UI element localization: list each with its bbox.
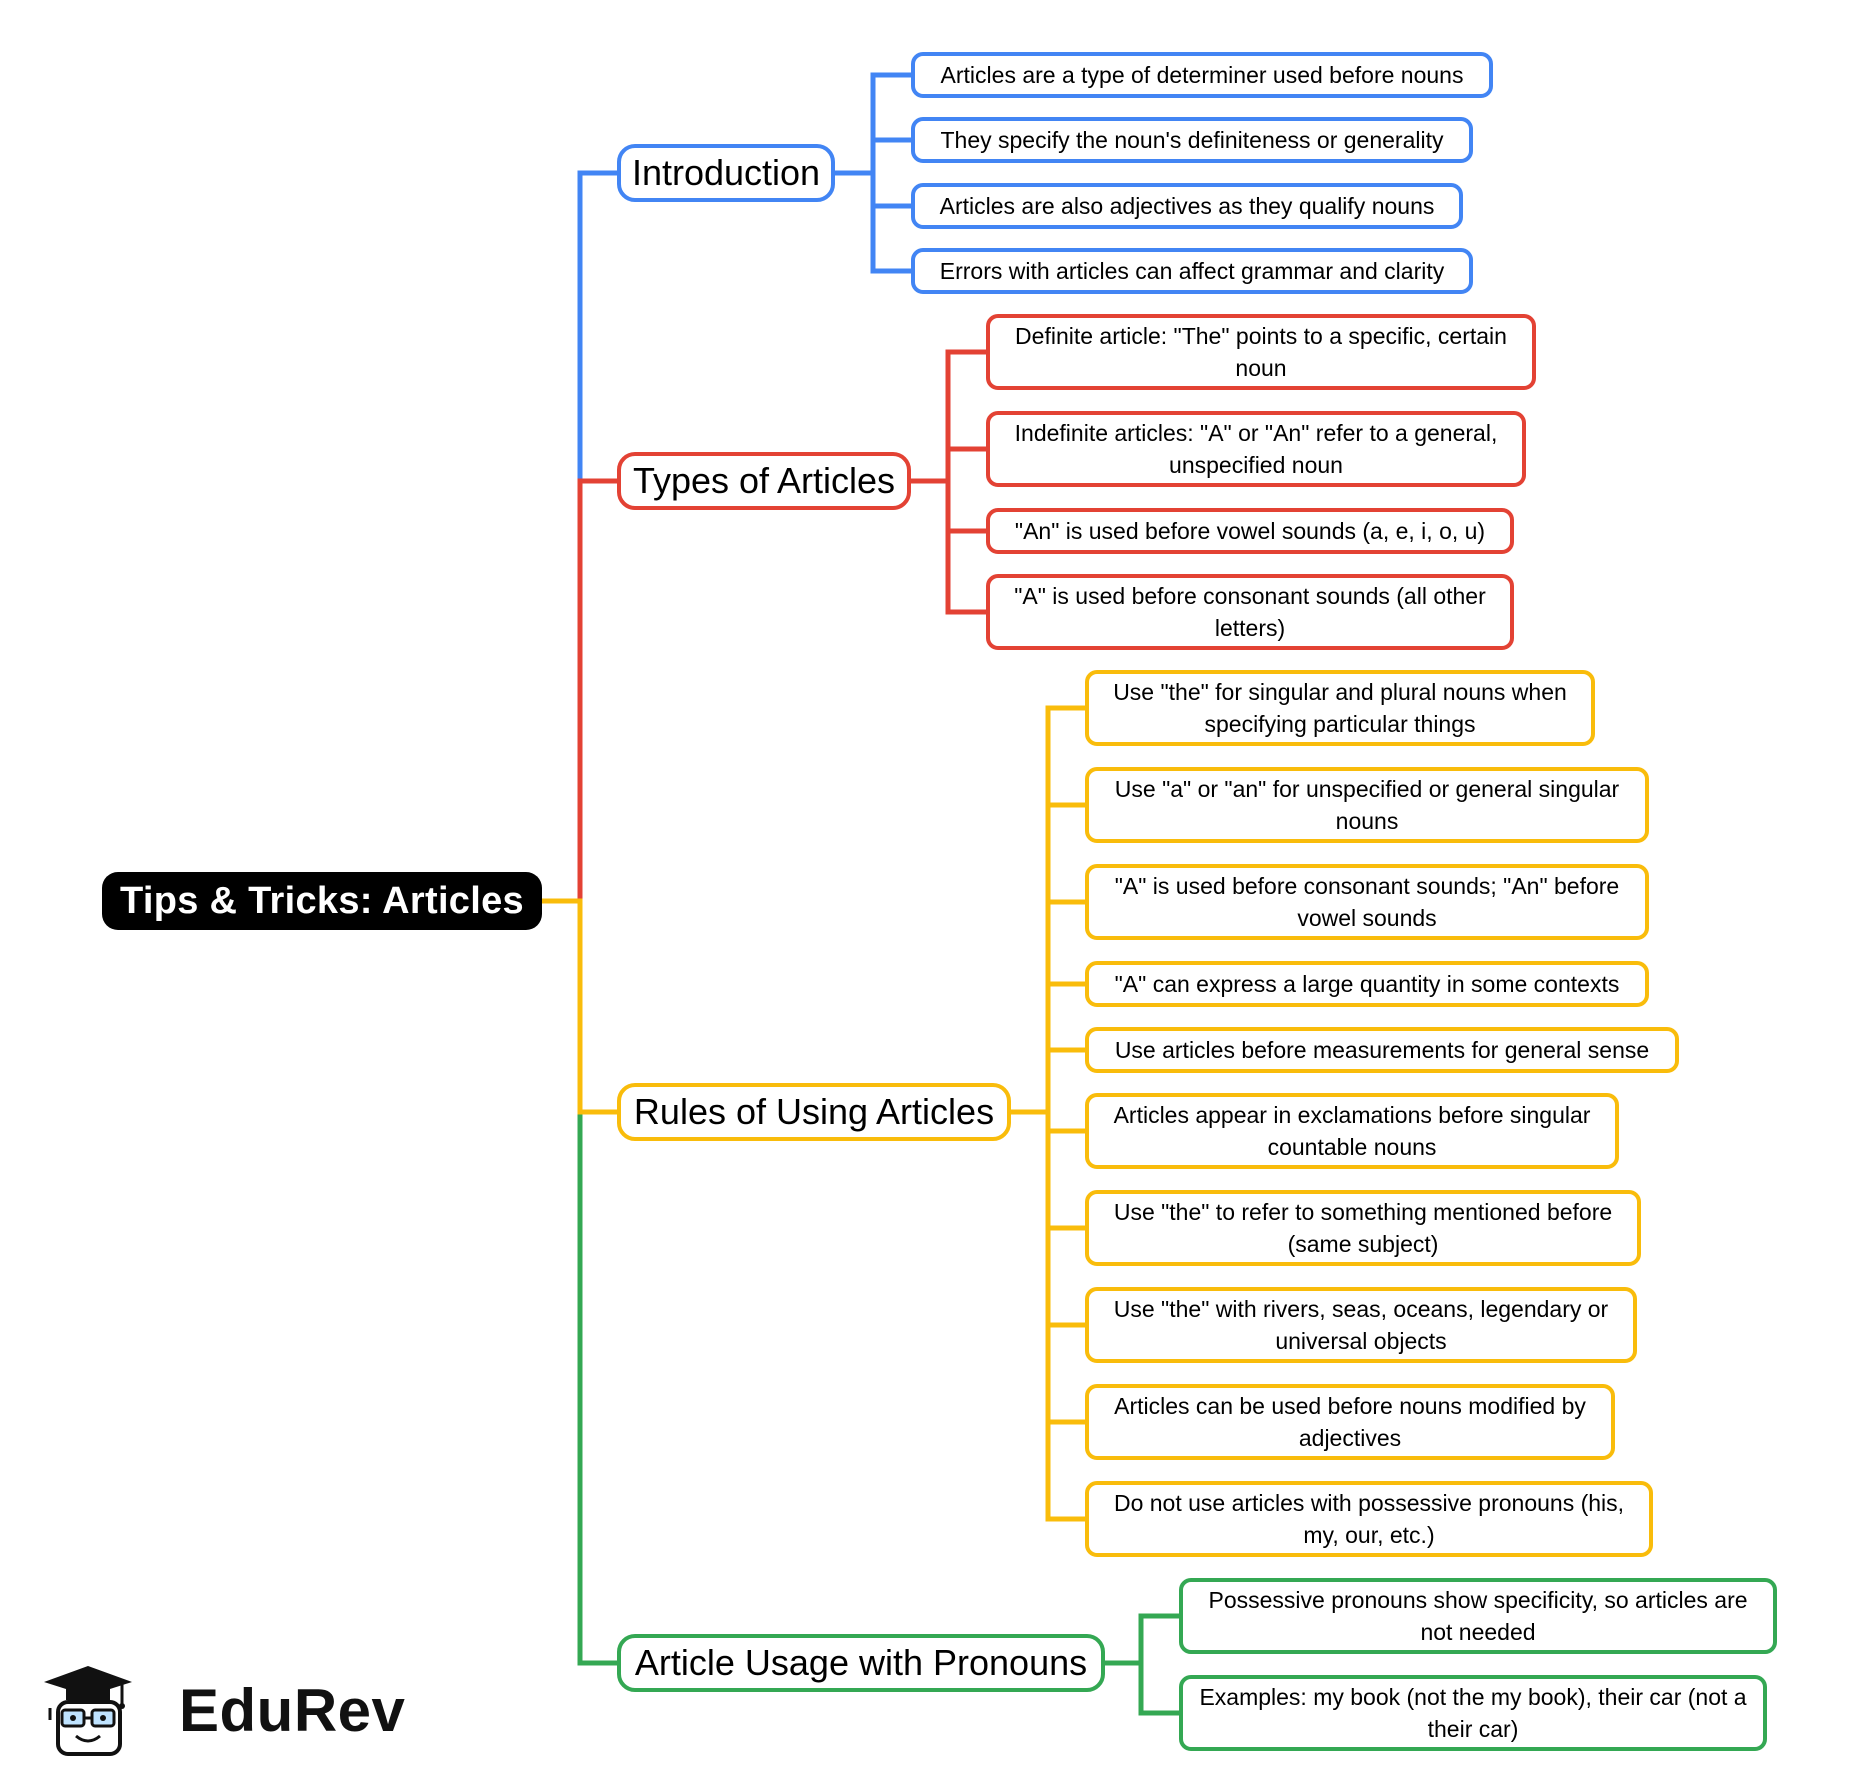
branch-label: Introduction xyxy=(631,152,821,193)
branch-label: Rules of Using Articles xyxy=(633,1091,995,1132)
branch-types-of-articles: Types of Articles xyxy=(617,452,911,510)
leaf-introduction-4: Errors with articles can affect grammar … xyxy=(911,248,1473,294)
leaf-rules-7: Use "the" to refer to something mentione… xyxy=(1085,1190,1641,1266)
leaf-rules-6: Articles appear in exclamations before s… xyxy=(1085,1093,1619,1169)
root-label: Tips & Tricks: Articles xyxy=(120,879,524,922)
leaf-introduction-2: They specify the noun's definiteness or … xyxy=(911,117,1473,163)
edurev-logo: EduRev xyxy=(36,1660,405,1764)
leaf-rules-1: Use "the" for singular and plural nouns … xyxy=(1085,670,1595,746)
branch-label: Types of Articles xyxy=(632,460,896,501)
leaf-rules-9: Articles can be used before nouns modifi… xyxy=(1085,1384,1615,1460)
leaf-introduction-3: Articles are also adjectives as they qua… xyxy=(911,183,1463,229)
leaf-rules-3: "A" is used before consonant sounds; "An… xyxy=(1085,864,1649,940)
leaf-rules-4: "A" can express a large quantity in some… xyxy=(1085,961,1649,1007)
branch-introduction: Introduction xyxy=(617,144,835,202)
leaf-types-2: Indefinite articles: "A" or "An" refer t… xyxy=(986,411,1526,487)
leaf-rules-5: Use articles before measurements for gen… xyxy=(1085,1027,1679,1073)
leaf-pronouns-2: Examples: my book (not the my book), the… xyxy=(1179,1675,1767,1751)
branch-article-usage-with-pronouns: Article Usage with Pronouns xyxy=(617,1634,1105,1692)
leaf-rules-10: Do not use articles with possessive pron… xyxy=(1085,1481,1653,1557)
graduate-icon xyxy=(44,1666,132,1756)
logo-text: EduRev xyxy=(179,1677,406,1744)
leaf-introduction-1: Articles are a type of determiner used b… xyxy=(911,52,1493,98)
leaf-rules-8: Use "the" with rivers, seas, oceans, leg… xyxy=(1085,1287,1637,1363)
leaf-types-4: "A" is used before consonant sounds (all… xyxy=(986,574,1514,650)
leaf-types-1: Definite article: "The" points to a spec… xyxy=(986,314,1536,390)
leaf-rules-2: Use "a" or "an" for unspecified or gener… xyxy=(1085,767,1649,843)
leaf-pronouns-1: Possessive pronouns show specificity, so… xyxy=(1179,1578,1777,1654)
root-node: Tips & Tricks: Articles xyxy=(102,872,542,930)
leaf-types-3: "An" is used before vowel sounds (a, e, … xyxy=(986,508,1514,554)
branch-rules-of-using-articles: Rules of Using Articles xyxy=(617,1083,1011,1141)
branch-label: Article Usage with Pronouns xyxy=(634,1642,1088,1683)
